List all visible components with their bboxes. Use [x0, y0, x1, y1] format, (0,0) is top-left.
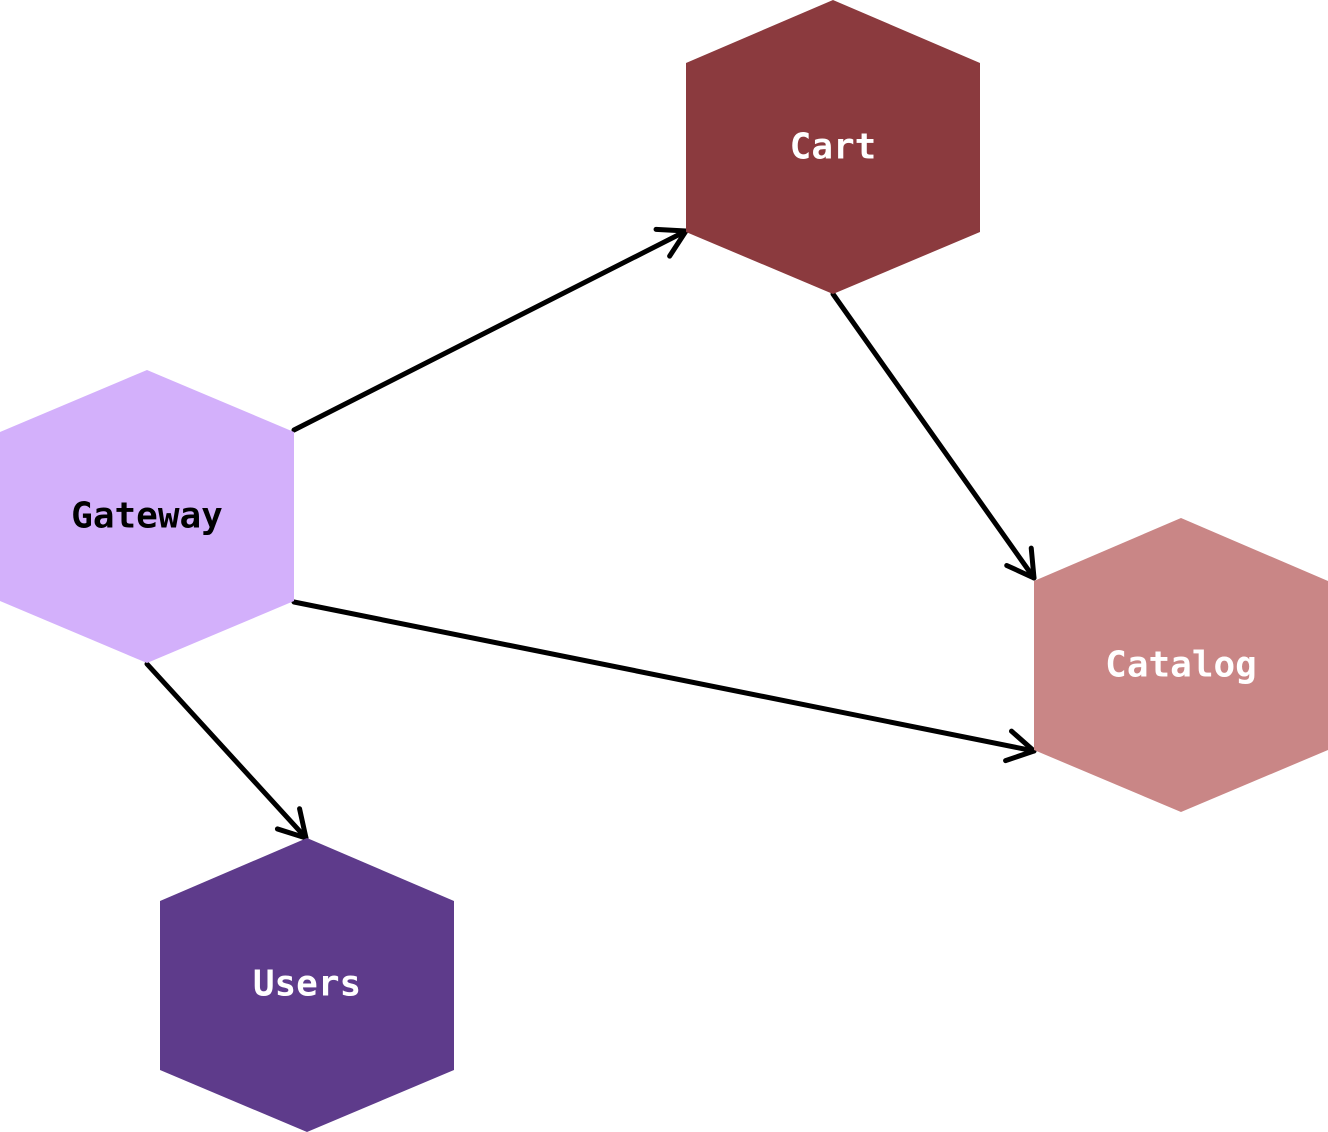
node-users[interactable]: Users	[160, 838, 454, 1132]
node-gateway-hexagon	[0, 370, 294, 663]
arrowhead-icon	[1003, 728, 1037, 764]
edge-line	[830, 291, 1037, 581]
node-catalog-label: Catalog	[1105, 645, 1257, 686]
edge-gateway-to-cart[interactable]	[291, 226, 689, 433]
edge-line	[291, 228, 689, 433]
edge-cart-to-catalog[interactable]	[830, 291, 1037, 581]
node-cart-label: Cart	[790, 127, 877, 168]
node-catalog-hexagon	[1034, 518, 1328, 812]
edge-line	[144, 661, 309, 841]
node-gateway[interactable]: Gateway	[0, 370, 294, 663]
node-gateway-label: Gateway	[71, 496, 223, 537]
node-catalog[interactable]: Catalog	[1034, 518, 1328, 812]
node-users-label: Users	[253, 964, 361, 1005]
node-cart[interactable]: Cart	[686, 0, 980, 294]
arrowhead-icon	[1004, 545, 1037, 581]
edge-line	[291, 599, 1037, 754]
arrowhead-icon	[274, 806, 309, 841]
node-users-hexagon	[160, 838, 454, 1132]
edges-layer	[144, 226, 1037, 841]
edge-gateway-to-users[interactable]	[144, 661, 309, 841]
node-cart-hexagon	[686, 0, 980, 294]
edge-gateway-to-catalog[interactable]	[291, 599, 1037, 764]
